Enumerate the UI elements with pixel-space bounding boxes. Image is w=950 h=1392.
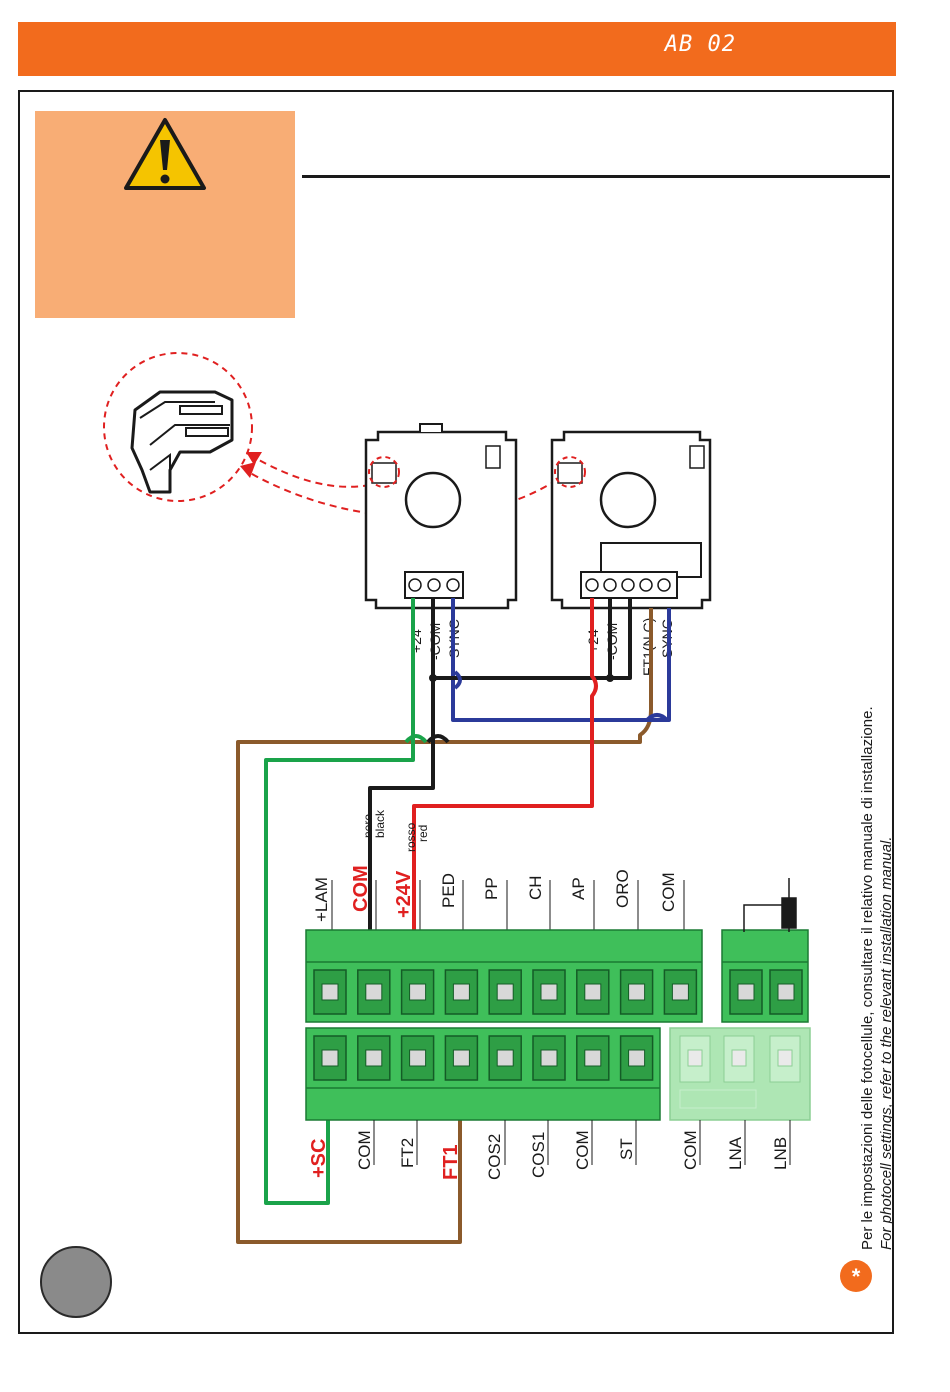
screw-head [540,1049,558,1067]
arrow-head-icon [246,452,262,465]
warning-icon [124,118,206,190]
page-code: AB 02 [664,32,736,57]
jumper-arrows [244,454,558,518]
screw-head [540,983,558,1001]
install-note: Per le impostazioni delle fotocellule, c… [858,706,896,1250]
rx-jumper-marker [554,456,586,488]
title-rule [302,175,890,178]
tx-jumper-marker [368,456,400,488]
upper-terminal-screws [313,969,698,1015]
screw-head [321,1049,339,1067]
screw-head [409,983,427,1001]
terminal-screw [619,1035,654,1081]
terminal-label-ch: CH [526,875,545,900]
blue-wire [645,713,669,722]
terminal-label-com: COM [573,1130,592,1170]
bottom-terminal-labels: +SC COM FT2 FT1 COS2 COS1 COM ST COM LNA… [308,1130,790,1180]
terminal-label-com2: COM [659,872,678,912]
terminal-label-lna: LNA [726,1136,745,1170]
screw-head [452,1049,470,1067]
screw-head [671,983,689,1001]
junction-dot [606,674,614,682]
terminal-label-com: COM [350,865,372,912]
terminal-label-cos1: COS1 [529,1132,548,1178]
black-wire [610,598,632,680]
terminal-label-com: COM [681,1130,700,1170]
small-terminal-block [721,929,809,1023]
terminal-label-lnb: LNB [771,1137,790,1170]
black-wire-label-en: black [373,809,387,838]
blue-wire [451,598,671,722]
install-note-it: Per le impostazioni delle fotocellule, c… [859,706,876,1250]
terminal-label-pp: PP [482,877,501,900]
terminal-label-cos2: COS2 [485,1134,504,1180]
content-frame [18,90,894,1334]
asterisk-badge: * [840,1260,872,1292]
screw-head [628,1049,646,1067]
green-wire [264,598,415,1205]
red-wire [412,598,598,936]
wire-crossover [404,734,428,744]
terminal-label-com: COM [355,1130,374,1170]
terminal-label-ap: AP [569,877,588,900]
brown-wire [236,608,653,1244]
terminal-label-ped: PED [439,873,458,908]
screw-head [365,983,383,1001]
screw-head [496,983,514,1001]
screw-head [409,1049,427,1067]
lower-terminal-screws [313,1035,654,1081]
rx-photocell-board [550,430,712,610]
screw-head [321,983,339,1001]
screw-head [365,1049,383,1067]
terminal-label-st: ST [617,1138,636,1160]
diode-icon [743,878,797,932]
optional-terminal-block [669,1027,811,1121]
screw-head [452,983,470,1001]
terminal-label-oro: ORO [613,869,632,908]
top-label-ticks [331,880,685,930]
black-wire-label-it: nero [361,814,375,838]
red-wire-label-en: red [416,825,430,842]
junction-dot [429,674,437,682]
rx-terminal-label: FT1(N.C) [640,618,656,676]
bottom-label-ticks [373,1120,791,1165]
wires [236,598,671,1244]
terminal-label-24v: +24V [393,870,415,918]
terminal-label-ft1: FT1 [440,1144,462,1180]
tx-photocell-board [364,423,518,610]
terminal-screw [357,969,391,1015]
tx-terminal-label: +24 [408,629,424,653]
header-bar: AB 02 [18,22,896,76]
screw-head [584,983,602,1001]
top-terminal-labels: +LAM COM +24V PED PP CH AP ORO COM [312,865,678,922]
wire-color-labels: nero black rosso red [361,809,430,852]
screw-head [628,983,646,1001]
terminal-label-sc: +SC [308,1139,330,1178]
screw-head [496,1049,514,1067]
terminal-screw [400,969,435,1015]
page-marker [40,1246,112,1318]
install-note-en: For photocell settings, refer to the rel… [878,836,895,1250]
red-wire-label-it: rosso [404,822,418,852]
terminal-label-lam: +LAM [312,877,331,922]
arrow-head-icon [240,462,256,478]
screw-head [584,1049,602,1067]
wire-crossover [426,734,450,744]
black-wire [368,598,436,936]
jumper-zoom-icon [103,352,253,502]
terminal-label-ft2: FT2 [398,1138,417,1168]
wire-crossover [453,670,462,690]
